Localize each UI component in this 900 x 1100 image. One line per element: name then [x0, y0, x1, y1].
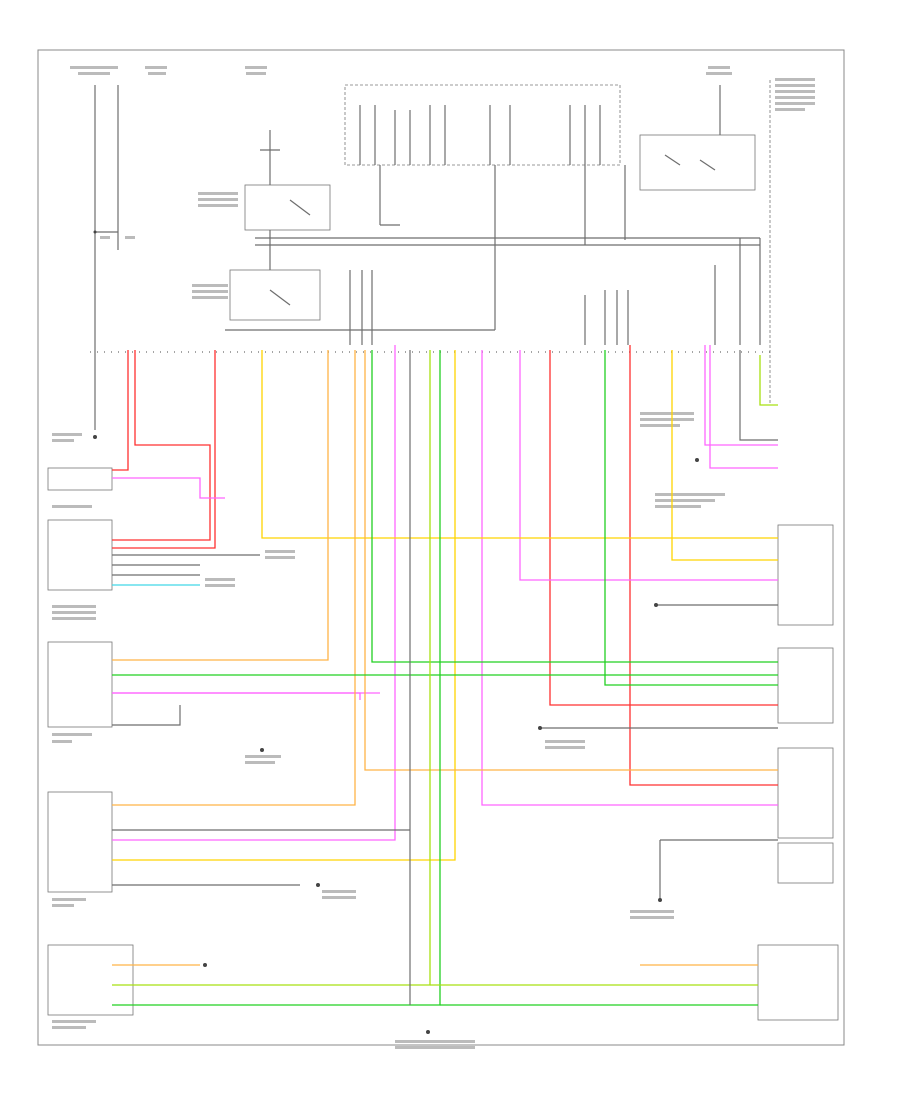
right-sensor-module: [777, 747, 834, 839]
fuse-label-left: [70, 66, 118, 75]
left-module-labels: [52, 505, 96, 1029]
relay-box-lower: [229, 269, 321, 321]
splice-dots: [203, 458, 699, 1034]
transmission-module: [47, 641, 113, 728]
instrument-cluster: [47, 791, 113, 893]
passenger-door-module: [47, 944, 134, 1016]
left-modules: [47, 467, 134, 1029]
relay-label-upper: [198, 192, 238, 207]
right-lower-module: [777, 842, 834, 884]
top-section: [70, 66, 815, 405]
right-modules: [640, 412, 839, 1021]
central-module-box: [344, 84, 621, 166]
switch-module-top: [47, 467, 113, 491]
right-control-module: [777, 647, 834, 724]
driver-door-module: [757, 944, 839, 1021]
ground-labels: [205, 550, 674, 1049]
relay-box-upper: [244, 184, 331, 231]
relay-label-lower: [192, 284, 228, 299]
colored-wires: [112, 345, 778, 1006]
connector-row: [52, 351, 770, 442]
central-module-pins: [359, 105, 601, 165]
fuse-label-mid: [145, 66, 267, 75]
right-switch-module: [777, 524, 834, 626]
relay-box-right: [639, 134, 756, 191]
right-module-label: [775, 78, 815, 111]
diagram-frame: [37, 49, 845, 1046]
switch-module-main: [47, 519, 113, 591]
